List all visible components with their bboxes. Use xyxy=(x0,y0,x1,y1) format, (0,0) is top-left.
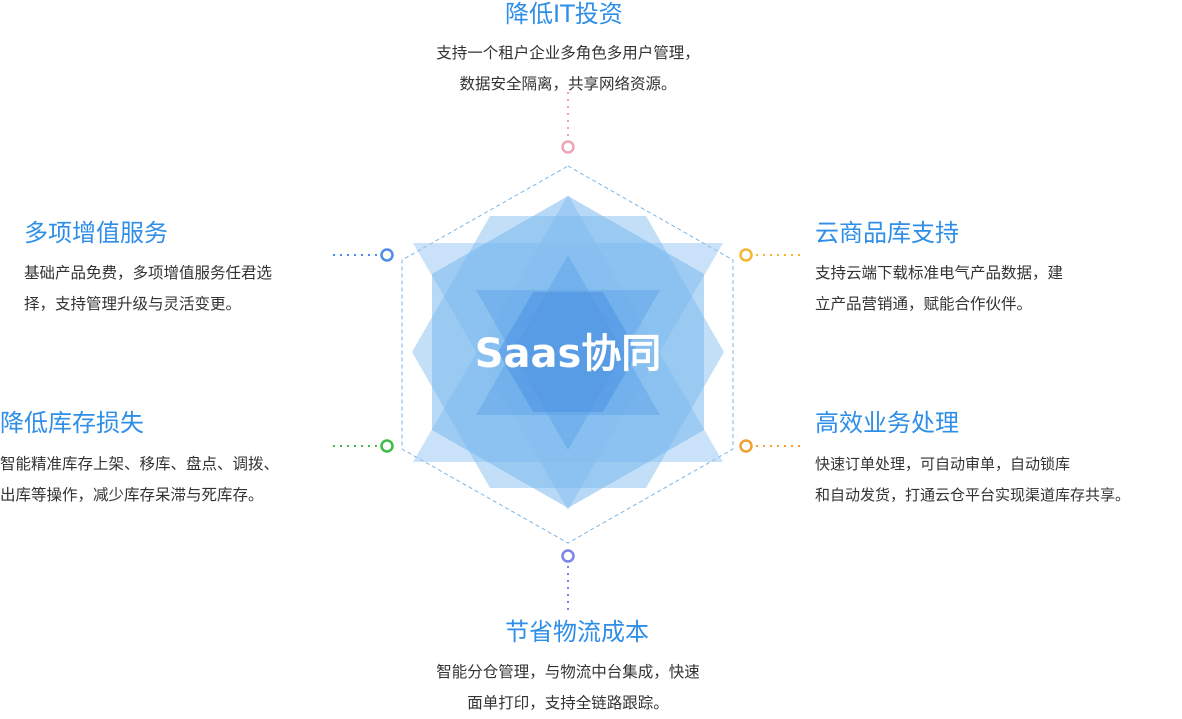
outer-hexagon-outline xyxy=(401,165,734,544)
feature-desc-line: 基础产品免费，多项增值服务任君选 xyxy=(24,264,273,282)
feature-desc-line: 支持一个租户企业多角色多用户管理， xyxy=(436,44,700,62)
feature-title-lower-right: 高效业务处理 xyxy=(815,409,959,437)
feature-desc-line: 数据安全隔离，共享网络资源。 xyxy=(459,75,677,93)
crystal-center-hexagon xyxy=(498,292,638,412)
feature-desc-line: 支持云端下载标准电气产品数据，建 xyxy=(815,264,1064,282)
feature-desc-line: 智能精准库存上架、移库、盘点、调拨、 xyxy=(0,455,280,473)
feature-desc-bottom: 智能分仓管理，与物流中台集成，快速 面单打印，支持全链路跟踪。 xyxy=(368,657,768,719)
feature-desc-line: 面单打印，支持全链路跟踪。 xyxy=(467,694,669,712)
node-upper-right xyxy=(739,248,753,262)
feature-desc-line: 择，支持管理升级与灵活变更。 xyxy=(24,295,242,313)
feature-desc-upper-right: 支持云端下载标准电气产品数据，建 立产品营销通，赋能合作伙伴。 xyxy=(815,258,1063,320)
feature-title-top: 降低IT投资 xyxy=(505,0,623,28)
node-lower-left xyxy=(380,439,394,453)
node-bottom xyxy=(561,549,575,563)
feature-title-upper-left: 多项增值服务 xyxy=(24,219,168,247)
feature-desc-upper-left: 基础产品免费，多项增值服务任君选 择，支持管理升级与灵活变更。 xyxy=(24,258,272,320)
feature-desc-line: 智能分仓管理，与物流中台集成，快速 xyxy=(436,663,700,681)
center-label: Saas协同 xyxy=(474,331,662,377)
feature-title-upper-right: 云商品库支持 xyxy=(815,219,959,247)
center-crystal xyxy=(412,195,724,510)
feature-desc-line: 和自动发货，打通云仓平台实现渠道库存共享。 xyxy=(815,486,1131,504)
feature-desc-lower-right: 快速订单处理，可自动审单，自动锁库 和自动发货，打通云仓平台实现渠道库存共享。 xyxy=(815,449,1130,511)
feature-desc-lower-left: 智能精准库存上架、移库、盘点、调拨、 出库等操作，减少库存呆滞与死库存。 xyxy=(0,449,279,511)
feature-title-bottom: 节省物流成本 xyxy=(505,618,649,646)
feature-desc-line: 快速订单处理，可自动审单，自动锁库 xyxy=(815,455,1071,473)
feature-desc-line: 立产品营销通，赋能合作伙伴。 xyxy=(815,295,1033,313)
node-upper-left xyxy=(380,248,394,262)
feature-title-lower-left: 降低库存损失 xyxy=(0,409,144,437)
node-top xyxy=(561,140,575,154)
feature-desc-line: 出库等操作，减少库存呆滞与死库存。 xyxy=(0,486,264,504)
node-lower-right xyxy=(739,439,753,453)
feature-desc-top: 支持一个租户企业多角色多用户管理， 数据安全隔离，共享网络资源。 xyxy=(368,38,768,100)
